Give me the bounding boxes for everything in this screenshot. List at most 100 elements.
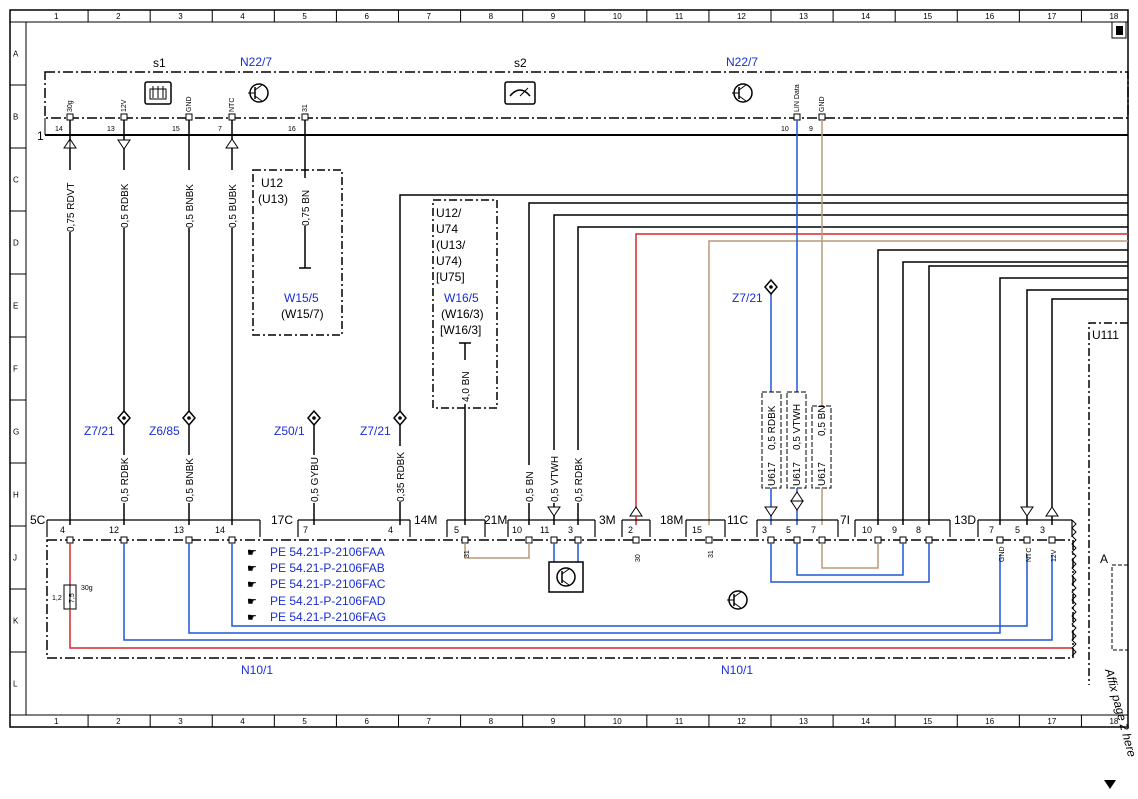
svg-text:13: 13	[174, 525, 184, 535]
svg-text:2: 2	[628, 525, 633, 535]
svg-text:LIN Data: LIN Data	[794, 84, 801, 112]
pe-ref-fab[interactable]: ☛ PE 54.21-P-2106FAB	[247, 561, 385, 575]
svg-text:PE 54.21-P-2106FAA: PE 54.21-P-2106FAA	[270, 545, 385, 559]
svg-text:0,5 BNBK: 0,5 BNBK	[185, 184, 196, 228]
connector-z6-85[interactable]: Z6/85	[149, 409, 196, 438]
module-ntc-line	[231, 543, 1028, 627]
sheet-frame	[9, 9, 1129, 728]
column-label: 4	[240, 717, 245, 726]
conn-group-7i: 7I	[840, 513, 850, 527]
conn-group-13d: 13D	[954, 513, 976, 527]
svg-text:Z6/85: Z6/85	[149, 424, 180, 438]
svg-text:0,5 VTWH: 0,5 VTWH	[792, 404, 803, 450]
svg-text:0,5 RDBK: 0,5 RDBK	[574, 457, 585, 502]
hand-pointer-icon: ☛	[247, 547, 257, 559]
svg-text:10: 10	[512, 525, 522, 535]
svg-text:0,35 RDBK: 0,35 RDBK	[396, 452, 407, 502]
module-red-line	[69, 609, 1072, 649]
red-supply-line	[635, 233, 1128, 507]
column-label: 3	[178, 717, 183, 726]
column-label: 11	[675, 12, 684, 21]
svg-text:31: 31	[708, 550, 715, 558]
svg-text:4: 4	[60, 525, 65, 535]
svg-text:30: 30	[635, 554, 642, 562]
wire-30g: 0,75 RDVT	[63, 120, 77, 525]
row-label: D	[13, 239, 19, 248]
w16-5-label: W16/5	[444, 291, 479, 305]
transistor-box-icon	[548, 561, 584, 593]
connector-z7-21-c[interactable]: Z7/21	[732, 278, 778, 305]
svg-text:GND: GND	[186, 96, 193, 112]
row-label: L	[13, 680, 18, 689]
svg-text:U617: U617	[817, 462, 828, 486]
transistor-icon	[248, 83, 269, 103]
wire-31-label: 0,75 BN	[301, 190, 312, 226]
conn-group-17c: 17C	[271, 513, 293, 527]
svg-text:0,5 BUBK: 0,5 BUBK	[228, 184, 239, 228]
svg-text:0,5 VTWH: 0,5 VTWH	[550, 456, 561, 502]
column-label: 9	[551, 717, 556, 726]
column-label: 7	[427, 717, 432, 726]
column-label: 2	[116, 12, 121, 21]
column-label: 14	[861, 717, 870, 726]
svg-text:4: 4	[388, 525, 393, 535]
svg-text:12: 12	[109, 525, 119, 535]
pe-ref-fad[interactable]: ☛ PE 54.21-P-2106FAD	[247, 594, 386, 608]
column-label: 9	[551, 12, 556, 21]
fuse-signal: 30g	[81, 585, 93, 592]
conn-group-21m: 21M	[484, 513, 507, 527]
affix-label: Affix page 2 here	[1102, 666, 1138, 759]
column-label: 8	[489, 12, 494, 21]
heater-switch-icon[interactable]	[144, 81, 172, 105]
svg-text:8: 8	[916, 525, 921, 535]
svg-text:15: 15	[172, 126, 180, 133]
n10-1-right-label: N10/1	[721, 663, 753, 677]
connector-z50-1[interactable]: Z50/1	[274, 409, 321, 438]
bottom-connector-row	[46, 519, 1073, 537]
svg-text:0,5 BN: 0,5 BN	[525, 471, 536, 502]
pe-ref-faa[interactable]: ☛ PE 54.21-P-2106FAA	[247, 545, 385, 559]
svg-text:U617: U617	[792, 462, 803, 486]
top-pin-14: 14 30g	[55, 100, 74, 133]
column-label: 6	[364, 12, 369, 21]
wire-mid-rdbk: 0,5 RDBK	[117, 425, 131, 525]
fuse-id: 1,2	[52, 595, 62, 602]
conn-group-18m: 18M	[660, 513, 683, 527]
row-label: K	[13, 617, 19, 626]
svg-text:NTC: NTC	[1026, 548, 1033, 562]
row-label: A	[13, 50, 19, 59]
pe-ref-fac[interactable]: ☛ PE 54.21-P-2106FAC	[247, 577, 386, 591]
svg-text:31: 31	[302, 104, 309, 112]
page-corner-icon[interactable]	[1111, 21, 1127, 39]
svg-text:0,5 RDBK: 0,5 RDBK	[120, 457, 131, 502]
s2-label: s2	[514, 56, 527, 70]
connector-z7-21-a[interactable]: Z7/21	[84, 409, 131, 438]
column-label: 4	[240, 12, 245, 21]
connector-z7-21-b[interactable]: Z7/21	[360, 409, 407, 438]
svg-text:0,5 RDBK: 0,5 RDBK	[120, 183, 131, 228]
conn-group-14m: 14M	[414, 513, 437, 527]
down-arrow-icon	[1104, 780, 1116, 789]
svg-text:0,75 RDVT: 0,75 RDVT	[66, 183, 77, 232]
column-label: 11	[675, 717, 684, 726]
u74-line-2: U74	[436, 222, 458, 236]
supply-arrow-icon	[629, 506, 643, 517]
u74-line-3: (U13/	[436, 238, 466, 252]
svg-text:PE 54.21-P-2106FAC: PE 54.21-P-2106FAC	[270, 577, 386, 591]
u111-label: U111	[1092, 328, 1119, 342]
svg-text:14: 14	[215, 525, 225, 535]
svg-text:7: 7	[811, 525, 816, 535]
hand-pointer-icon: ☛	[247, 579, 257, 591]
svg-text:3: 3	[762, 525, 767, 535]
wire-mid-rdbk-2: 0,5 RDBK	[571, 450, 585, 525]
s1-label: s1	[153, 56, 166, 70]
top-module-box	[44, 71, 1129, 119]
n10-1-left-label: N10/1	[241, 663, 273, 677]
washer-switch-icon[interactable]	[504, 81, 536, 105]
column-label: 6	[364, 717, 369, 726]
wire-gnd: 0,5 BNBK	[182, 120, 196, 413]
u617-box-rdbk: U617 0,5 RDBK	[761, 391, 782, 525]
svg-text:12V: 12V	[121, 99, 128, 112]
pe-ref-fag[interactable]: ☛ PE 54.21-P-2106FAG	[247, 610, 386, 624]
